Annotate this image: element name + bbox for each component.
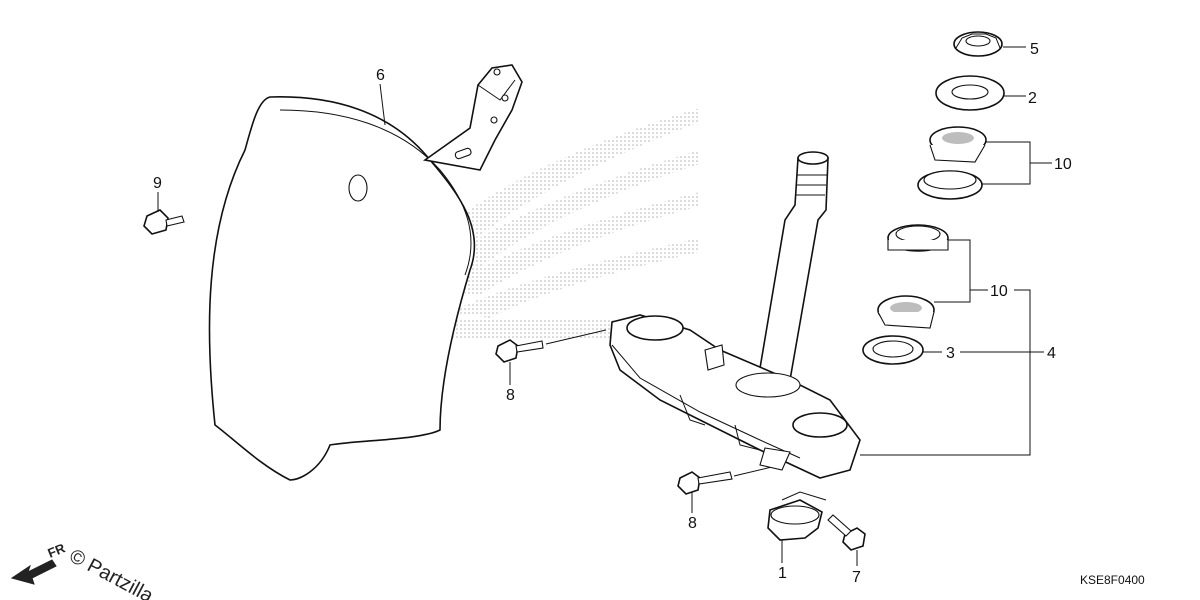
callout-7[interactable]: 7	[852, 569, 861, 586]
clamp-1-part[interactable]	[767, 491, 827, 541]
callout-1[interactable]: 1	[778, 565, 787, 582]
number-plate-part[interactable]	[208, 64, 523, 481]
callout-3[interactable]: 3	[946, 345, 955, 362]
callout-9[interactable]: 9	[153, 175, 162, 192]
bolt-8-lower-part[interactable]	[677, 465, 777, 495]
front-arrow-label: FR	[46, 540, 68, 561]
bearing-10-lower-part[interactable]	[877, 224, 949, 329]
callout-4[interactable]: 4	[1047, 345, 1056, 362]
dust-seal-2-part[interactable]	[935, 75, 1005, 111]
callout-2[interactable]: 2	[1028, 90, 1037, 107]
watermark-text: © Partzilla	[66, 545, 158, 600]
diagram-code: KSE8F0400	[1080, 573, 1145, 587]
callout-8-upper[interactable]: 8	[506, 387, 515, 404]
callout-8-lower[interactable]: 8	[688, 515, 697, 532]
callout-6[interactable]: 6	[376, 67, 385, 84]
front-arrow: FR	[10, 540, 68, 585]
steering-nut-5-part[interactable]	[953, 31, 1003, 57]
steering-stem-part[interactable]	[609, 151, 861, 479]
bolt-9-part[interactable]	[143, 209, 185, 235]
leader-lines	[157, 46, 1052, 566]
bolt-8-upper-part[interactable]	[495, 329, 607, 363]
bearing-10-upper-part[interactable]	[917, 126, 987, 200]
dust-seal-3-part[interactable]	[862, 335, 924, 365]
callout-5[interactable]: 5	[1030, 41, 1039, 58]
bolt-7-part[interactable]	[827, 514, 866, 551]
callout-10-lower[interactable]: 10	[990, 283, 1008, 300]
callout-10-upper[interactable]: 10	[1054, 156, 1072, 173]
callout-labels: 6 9 8 8 1 7 5 2 10 10 3 4	[153, 41, 1072, 586]
